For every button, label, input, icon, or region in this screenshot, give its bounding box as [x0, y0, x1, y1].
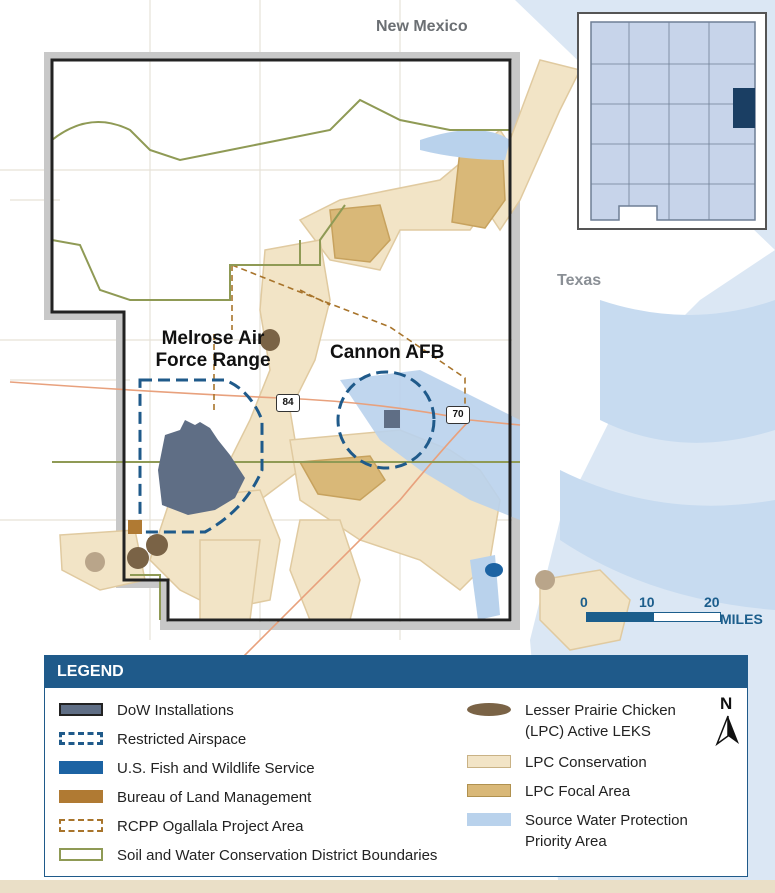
inset-svg: [590, 21, 756, 221]
source-water-strip-south: [560, 470, 775, 610]
inset-highlight: [733, 88, 755, 128]
melrose-label: Melrose Air Force Range: [138, 328, 288, 372]
legend-item-lpc-conservation: LPC Conservation: [467, 752, 647, 773]
legend-label-lpc-focal: LPC Focal Area: [525, 783, 631, 800]
scale-label-20: 20: [704, 594, 720, 610]
legend-swatch-airspace: [59, 732, 103, 745]
legend-title: LEGEND: [45, 656, 747, 688]
legend-item-source-water: Source Water Protection Priority Area: [467, 810, 688, 852]
legend-label-swcd: Soil and Water Conservation District Bou…: [117, 847, 438, 864]
legend-swatch-usfws: [59, 761, 103, 774]
legend-swatch-lpc-conservation: [467, 755, 511, 768]
legend: LEGEND DoW Installations Restricted Airs…: [44, 655, 748, 877]
study-area-boundary: [50, 58, 512, 622]
cannon-installation: [384, 410, 400, 428]
legend-label-leks-line2: (LPC) Active LEKS: [525, 723, 651, 740]
rcpp-boundary: [213, 264, 466, 412]
legend-label-source-water-line2: Priority Area: [525, 833, 607, 850]
legend-item-blm: Bureau of Land Management: [59, 787, 311, 808]
north-arrow: N: [713, 694, 743, 748]
legend-swatch-dow: [59, 703, 103, 716]
melrose-label-line1: Melrose Air: [161, 328, 265, 349]
scale-label-0: 0: [580, 594, 588, 610]
legend-item-usfws: U.S. Fish and Wildlife Service: [59, 758, 315, 779]
scale-segment-filled: [586, 612, 654, 622]
texas-label: Texas: [557, 272, 602, 289]
scale-label-10: 10: [639, 594, 655, 610]
new-mexico-label: New Mexico: [376, 18, 468, 35]
lpc-leks: [85, 329, 555, 590]
legend-label-blm: Bureau of Land Management: [117, 789, 312, 806]
source-water-strip-east: [600, 300, 775, 443]
legend-item-airspace: Restricted Airspace: [59, 729, 246, 750]
legend-label-usfws: U.S. Fish and Wildlife Service: [117, 760, 315, 777]
source-water-north: [420, 130, 510, 160]
inset-county-lines: [591, 22, 755, 220]
legend-label-source-water-line1: Source Water Protection: [525, 812, 688, 829]
legend-item-swcd: Soil and Water Conservation District Bou…: [59, 845, 437, 866]
legend-item-dow: DoW Installations: [59, 700, 234, 721]
legend-item-leks: Lesser Prairie Chicken (LPC) Active LEKS: [467, 700, 676, 742]
source-water-cannon: [340, 370, 520, 520]
legend-label-rcpp: RCPP Ogallala Project Area: [117, 818, 304, 835]
melrose-label-line2: Force Range: [155, 350, 271, 371]
usfws-area: [485, 563, 503, 577]
highway-70-shield: 70: [446, 406, 470, 424]
inset-state-shape: [590, 21, 756, 221]
highway-84-shield: 84: [276, 394, 300, 412]
study-area-halo: [44, 52, 520, 630]
legend-label-airspace: Restricted Airspace: [117, 731, 247, 748]
scale-bar: 0 10 20 MILES: [580, 594, 770, 630]
cannon-restricted-airspace: [336, 370, 436, 470]
north-arrow-label: N: [720, 694, 733, 713]
legend-label-leks: Lesser Prairie Chicken (LPC) Active LEKS: [525, 700, 676, 742]
swcd-boundary: [51, 98, 520, 620]
legend-swatch-leks: [467, 703, 511, 716]
legend-swatch-lpc-focal: [467, 784, 511, 797]
legend-label-leks-line1: Lesser Prairie Chicken: [525, 702, 676, 719]
inset-map: [577, 12, 767, 230]
legend-swatch-swcd: [59, 848, 103, 861]
melrose-restricted-airspace: [138, 378, 264, 534]
legend-item-rcpp: RCPP Ogallala Project Area: [59, 816, 303, 837]
scale-unit: MILES: [720, 611, 763, 627]
legend-label-lpc-conservation: LPC Conservation: [525, 754, 647, 771]
legend-swatch-source-water: [467, 813, 511, 826]
map-bottom-strip: [0, 880, 775, 893]
legend-swatch-blm: [59, 790, 103, 803]
legend-swatch-rcpp: [59, 819, 103, 832]
melrose-installation: [158, 420, 245, 515]
legend-label-source-water: Source Water Protection Priority Area: [525, 810, 688, 852]
north-arrow-icon: [715, 715, 739, 747]
cannon-label: Cannon AFB: [330, 342, 445, 363]
scale-segment-empty: [653, 612, 721, 622]
legend-label-dow: DoW Installations: [117, 702, 234, 719]
legend-item-lpc-focal: LPC Focal Area: [467, 781, 630, 802]
